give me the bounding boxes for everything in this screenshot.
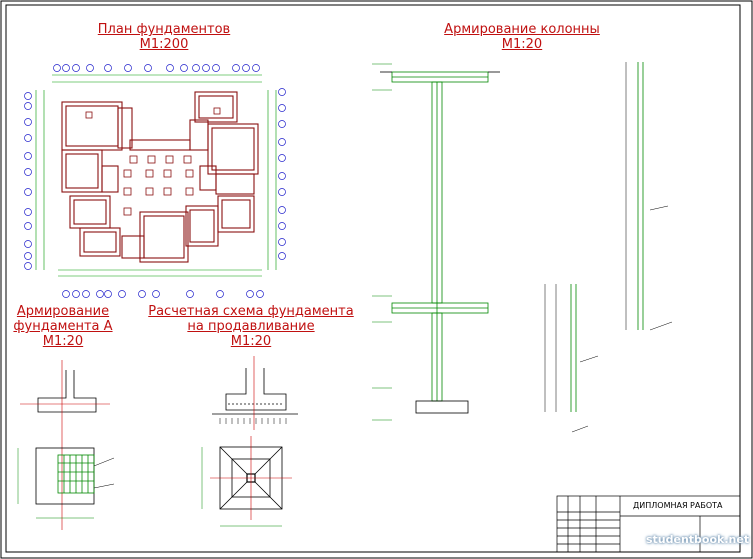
title-block	[556, 495, 741, 553]
footing-title-line1: Армирование	[16, 304, 110, 319]
punching-scheme	[201, 356, 298, 527]
column-base	[415, 400, 469, 414]
punching-plan	[201, 436, 292, 527]
drawing-frame	[5, 4, 741, 553]
punch-title-scale: М1:20	[230, 334, 272, 349]
footing-title-line2: фундамента А	[13, 319, 113, 334]
rebar-detail-vertical	[625, 62, 673, 331]
rebar-detail-short	[544, 284, 599, 433]
plan-axis-marks-right	[278, 88, 286, 260]
punching-arrows	[219, 418, 287, 424]
column-body	[431, 81, 443, 402]
punching-section	[212, 356, 298, 430]
plan-title-scale: М1:200	[139, 37, 189, 52]
column-reinforcement	[372, 62, 673, 433]
foundation-plan	[24, 64, 286, 298]
footing-title-scale: М1:20	[42, 334, 84, 349]
column-pads	[85, 107, 221, 216]
lower-slab	[391, 302, 489, 314]
plan-axis-marks-top	[53, 64, 260, 72]
plan-axis-marks-left	[24, 92, 32, 270]
plan-axis-marks-bottom	[62, 290, 264, 298]
punch-title-line2: на продавливание	[187, 319, 315, 334]
foundation-strips	[61, 91, 259, 263]
punch-title-line1: Расчетная схема фундамента	[148, 304, 354, 319]
frame-corner-mark	[718, 4, 741, 22]
footing-a-section	[20, 360, 110, 530]
column-title-scale: М1:20	[501, 37, 543, 52]
column-title: Армирование колонны М1:20	[440, 22, 604, 52]
column-title-line1: Армирование колонны	[444, 22, 600, 37]
site-watermark: studentbook.net	[646, 533, 750, 546]
stamp-work-title: ДИПЛОМНАЯ РАБОТА	[633, 501, 723, 510]
plan-dimension-lines	[35, 74, 277, 277]
plan-title-line1: План фундаментов	[97, 22, 231, 37]
plan-title: План фундаментов М1:200	[90, 22, 238, 52]
upper-slab	[380, 71, 500, 83]
footing-a-reinforcement	[17, 360, 115, 530]
footing-title: Армирование фундамента А М1:20	[10, 304, 116, 349]
footing-a-plan	[17, 447, 115, 519]
punch-title: Расчетная схема фундамента на продавлива…	[140, 304, 362, 349]
level-marks	[372, 63, 392, 421]
